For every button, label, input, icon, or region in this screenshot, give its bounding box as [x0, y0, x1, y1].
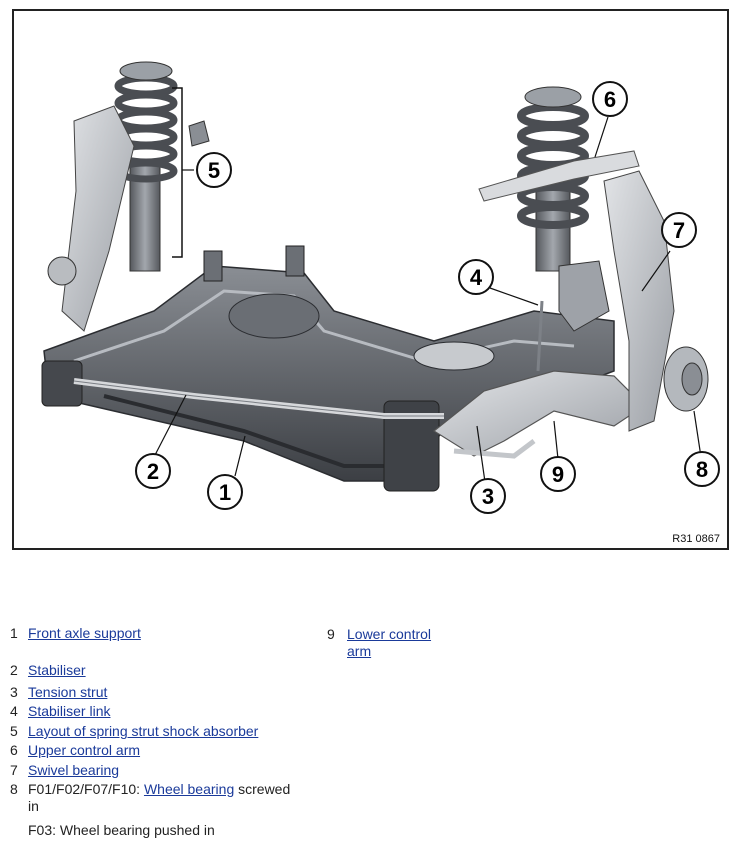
- callout-6: 6: [592, 81, 628, 117]
- link-swivel-bearing[interactable]: Swivel bearing: [28, 762, 120, 778]
- svg-text:1: 1: [219, 480, 231, 505]
- link-spring-strut-layout[interactable]: Layout of spring strut shock absorber: [28, 723, 259, 739]
- front-axle-illustration: 1 2 3 4 5 6 7 8: [41, 61, 720, 514]
- legend-item-8-suffix: screwed: [234, 781, 291, 797]
- callout-7: 7: [661, 212, 697, 248]
- legend-item-6: 6 Upper control arm: [10, 742, 141, 758]
- legend-item-8: 8 F01/F02/F07/F10: Wheel bearing screwed…: [10, 781, 291, 814]
- svg-text:9: 9: [552, 462, 564, 487]
- front-axle-support-shape: [41, 245, 615, 492]
- legend-item-8-wrap: in: [28, 798, 39, 814]
- svg-text:5: 5: [208, 158, 220, 183]
- callout-5: 5: [196, 152, 232, 188]
- legend-item-8-prefix: F01/F02/F07/F10:: [28, 781, 144, 797]
- figure-code: R31 0867: [672, 533, 720, 545]
- link-stabiliser-link[interactable]: Stabiliser link: [28, 703, 111, 719]
- svg-text:2: 2: [147, 459, 159, 484]
- legend-item-1: 1 Front axle support: [10, 625, 141, 641]
- link-tension-strut[interactable]: Tension strut: [28, 684, 108, 700]
- left-spring-strut-shape: [47, 61, 210, 332]
- svg-text:7: 7: [673, 218, 685, 243]
- legend-item-3: 3 Tension strut: [10, 684, 108, 700]
- callout-4: 4: [458, 259, 494, 295]
- callout-3: 3: [470, 478, 506, 514]
- legend-item-8-note: F03: Wheel bearing pushed in: [28, 822, 215, 838]
- svg-text:6: 6: [604, 87, 616, 112]
- leader-lines: [153, 116, 702, 483]
- svg-text:3: 3: [482, 484, 494, 509]
- right-spring-strut-shape: [478, 86, 709, 432]
- link-upper-control-arm[interactable]: Upper control arm: [28, 742, 141, 758]
- legend-item-7: 7 Swivel bearing: [10, 762, 120, 778]
- legend-item-5: 5 Layout of spring strut shock absorber: [10, 723, 259, 739]
- legend-item-2: 2 Stabiliser: [10, 662, 86, 678]
- callout-5-bracket: [172, 87, 183, 258]
- callout-1: 1: [207, 474, 243, 510]
- svg-text:4: 4: [470, 265, 483, 290]
- link-wheel-bearing[interactable]: Wheel bearing: [143, 781, 235, 797]
- link-stabiliser[interactable]: Stabiliser: [28, 662, 86, 678]
- callout-8: 8: [684, 451, 720, 487]
- legend-item-4: 4 Stabiliser link: [10, 703, 111, 719]
- callout-9: 9: [540, 456, 576, 492]
- callout-2: 2: [135, 453, 171, 489]
- diagram-figure: 1 2 3 4 5 6 7 8: [12, 9, 729, 550]
- link-front-axle-support[interactable]: Front axle support: [28, 625, 141, 641]
- svg-text:8: 8: [696, 457, 708, 482]
